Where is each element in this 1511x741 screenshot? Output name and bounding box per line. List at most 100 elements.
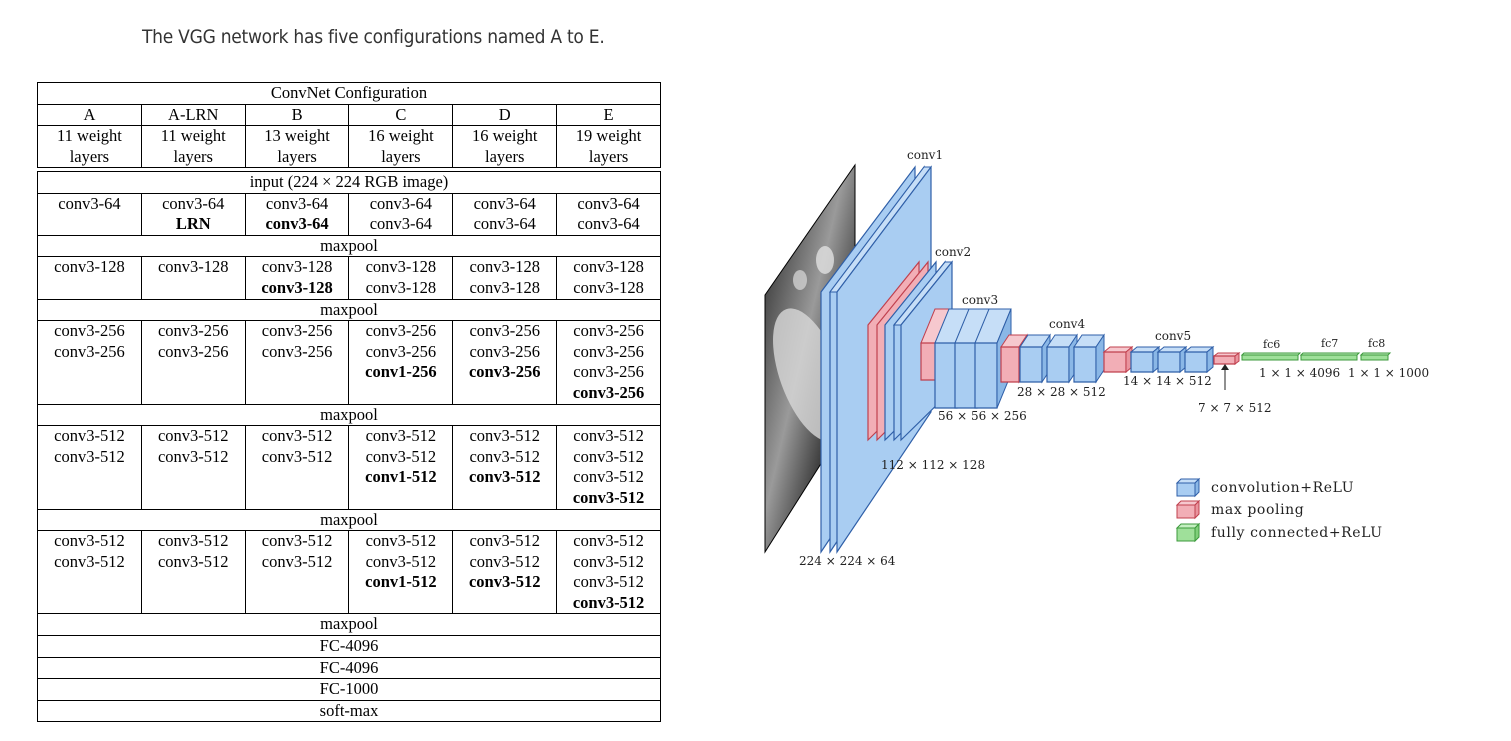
layer-entry: conv3-128 bbox=[469, 277, 541, 297]
layer-entry: conv3-512 bbox=[469, 446, 541, 466]
depth-line: 13 weight bbox=[264, 126, 330, 146]
layer-entry: conv3-512 bbox=[365, 446, 437, 466]
label-conv2: conv2 bbox=[935, 245, 971, 259]
layer-entry: conv1-512 bbox=[365, 467, 437, 487]
layer-entry: conv3-64 bbox=[473, 214, 536, 234]
conv3-cubes bbox=[934, 308, 1012, 409]
tail-row-cell: maxpool bbox=[37, 613, 661, 637]
layer-entry: conv1-256 bbox=[365, 362, 437, 382]
layer-entry: conv1-512 bbox=[365, 572, 437, 592]
maxpool-row: maxpool bbox=[37, 403, 661, 427]
label-fc6: fc6 bbox=[1263, 338, 1280, 351]
label-conv5: conv5 bbox=[1155, 329, 1191, 343]
column-d: D bbox=[452, 103, 558, 127]
column-a-lrn: A-LRN bbox=[140, 103, 246, 127]
tail-row: FC-4096 bbox=[37, 635, 661, 658]
input-row: input (224 × 224 RGB image) bbox=[37, 171, 661, 194]
layer-entry: conv3-256 bbox=[468, 362, 541, 382]
layer-entry: conv3-256 bbox=[365, 341, 437, 361]
layer-entry: conv3-256 bbox=[261, 341, 333, 361]
layer-entry: conv3-128 bbox=[157, 257, 229, 277]
layer-entry: conv3-512 bbox=[261, 551, 333, 571]
legend-label-fc: fully connected+ReLU bbox=[1211, 525, 1383, 541]
layer-entry: conv3-512 bbox=[54, 426, 125, 446]
dim-28: 28 × 28 × 512 bbox=[1017, 385, 1106, 399]
layer-entry: conv3-128 bbox=[261, 257, 333, 277]
layer-entry: conv3-512 bbox=[469, 551, 541, 571]
layer-entry: conv3-128 bbox=[261, 277, 333, 297]
layer-entry: conv3-512 bbox=[54, 551, 125, 571]
maxpool-row-cell: maxpool bbox=[37, 298, 661, 322]
depth-line: layers bbox=[69, 146, 110, 166]
layer-entry: conv3-64 bbox=[265, 214, 329, 234]
column-e: E bbox=[556, 103, 661, 127]
config-cell: conv3-64 bbox=[37, 192, 142, 236]
pool5-block bbox=[1212, 352, 1241, 390]
layer-entry: conv3-256 bbox=[573, 321, 644, 341]
tail-row: FC-4096 bbox=[37, 656, 661, 680]
layer-entry: conv3-512 bbox=[157, 446, 229, 466]
config-cell: conv3-128 bbox=[140, 256, 246, 300]
caption: The VGG network has five configurations … bbox=[142, 26, 605, 48]
maxpool-row-cell: maxpool bbox=[37, 508, 661, 532]
tail-row: maxpool bbox=[37, 613, 661, 637]
layer-entry: conv3-512 bbox=[469, 426, 541, 446]
dim-14: 14 × 14 × 512 bbox=[1123, 374, 1212, 388]
depth-line: 11 weight bbox=[160, 126, 226, 146]
layer-entry: conv3-512 bbox=[572, 592, 645, 612]
layer-entry: conv3-512 bbox=[573, 446, 644, 466]
depth-line: 16 weight bbox=[368, 126, 434, 146]
label-conv1: conv1 bbox=[907, 148, 943, 162]
layer-entry: conv3-128 bbox=[573, 277, 644, 297]
layer-entry: conv3-512 bbox=[365, 551, 437, 571]
conv3-block bbox=[920, 308, 1012, 409]
layer-entry: conv3-512 bbox=[157, 426, 229, 446]
layer-entry: conv3-128 bbox=[469, 257, 541, 277]
maxpool-row: maxpool bbox=[37, 508, 661, 532]
layer-entry: conv3-128 bbox=[365, 257, 437, 277]
layer-entry: conv3-64 bbox=[58, 193, 121, 213]
layer-entry: conv3-512 bbox=[468, 572, 541, 592]
column-b: B bbox=[244, 103, 350, 127]
layer-entry: conv3-512 bbox=[469, 531, 541, 551]
layer-entry: conv3-512 bbox=[365, 426, 437, 446]
layer-entry: conv3-512 bbox=[365, 531, 437, 551]
layer-entry: conv3-64 bbox=[577, 214, 640, 234]
vgg-architecture-diagram: conv1 conv2 conv3 conv4 conv5 fc6 fc7 fc… bbox=[764, 148, 1429, 568]
tail-row: soft-max bbox=[37, 699, 661, 723]
layer-entry: conv3-512 bbox=[573, 426, 644, 446]
layer-entry: conv3-64 bbox=[162, 193, 225, 213]
label-fc7: fc7 bbox=[1321, 337, 1338, 350]
conv5-block bbox=[1102, 345, 1215, 374]
column-names-row: A A-LRN B C D E bbox=[37, 103, 661, 127]
layer-entry: conv3-256 bbox=[54, 341, 125, 361]
table-title: ConvNet Configuration bbox=[37, 82, 661, 105]
depth-line: 19 weight bbox=[575, 126, 642, 146]
tail-row-cell: FC-4096 bbox=[37, 656, 661, 680]
layer-entry: conv3-512 bbox=[573, 572, 644, 592]
dim-224: 224 × 224 × 64 bbox=[799, 554, 896, 568]
layer-entry: conv3-512 bbox=[157, 531, 229, 551]
